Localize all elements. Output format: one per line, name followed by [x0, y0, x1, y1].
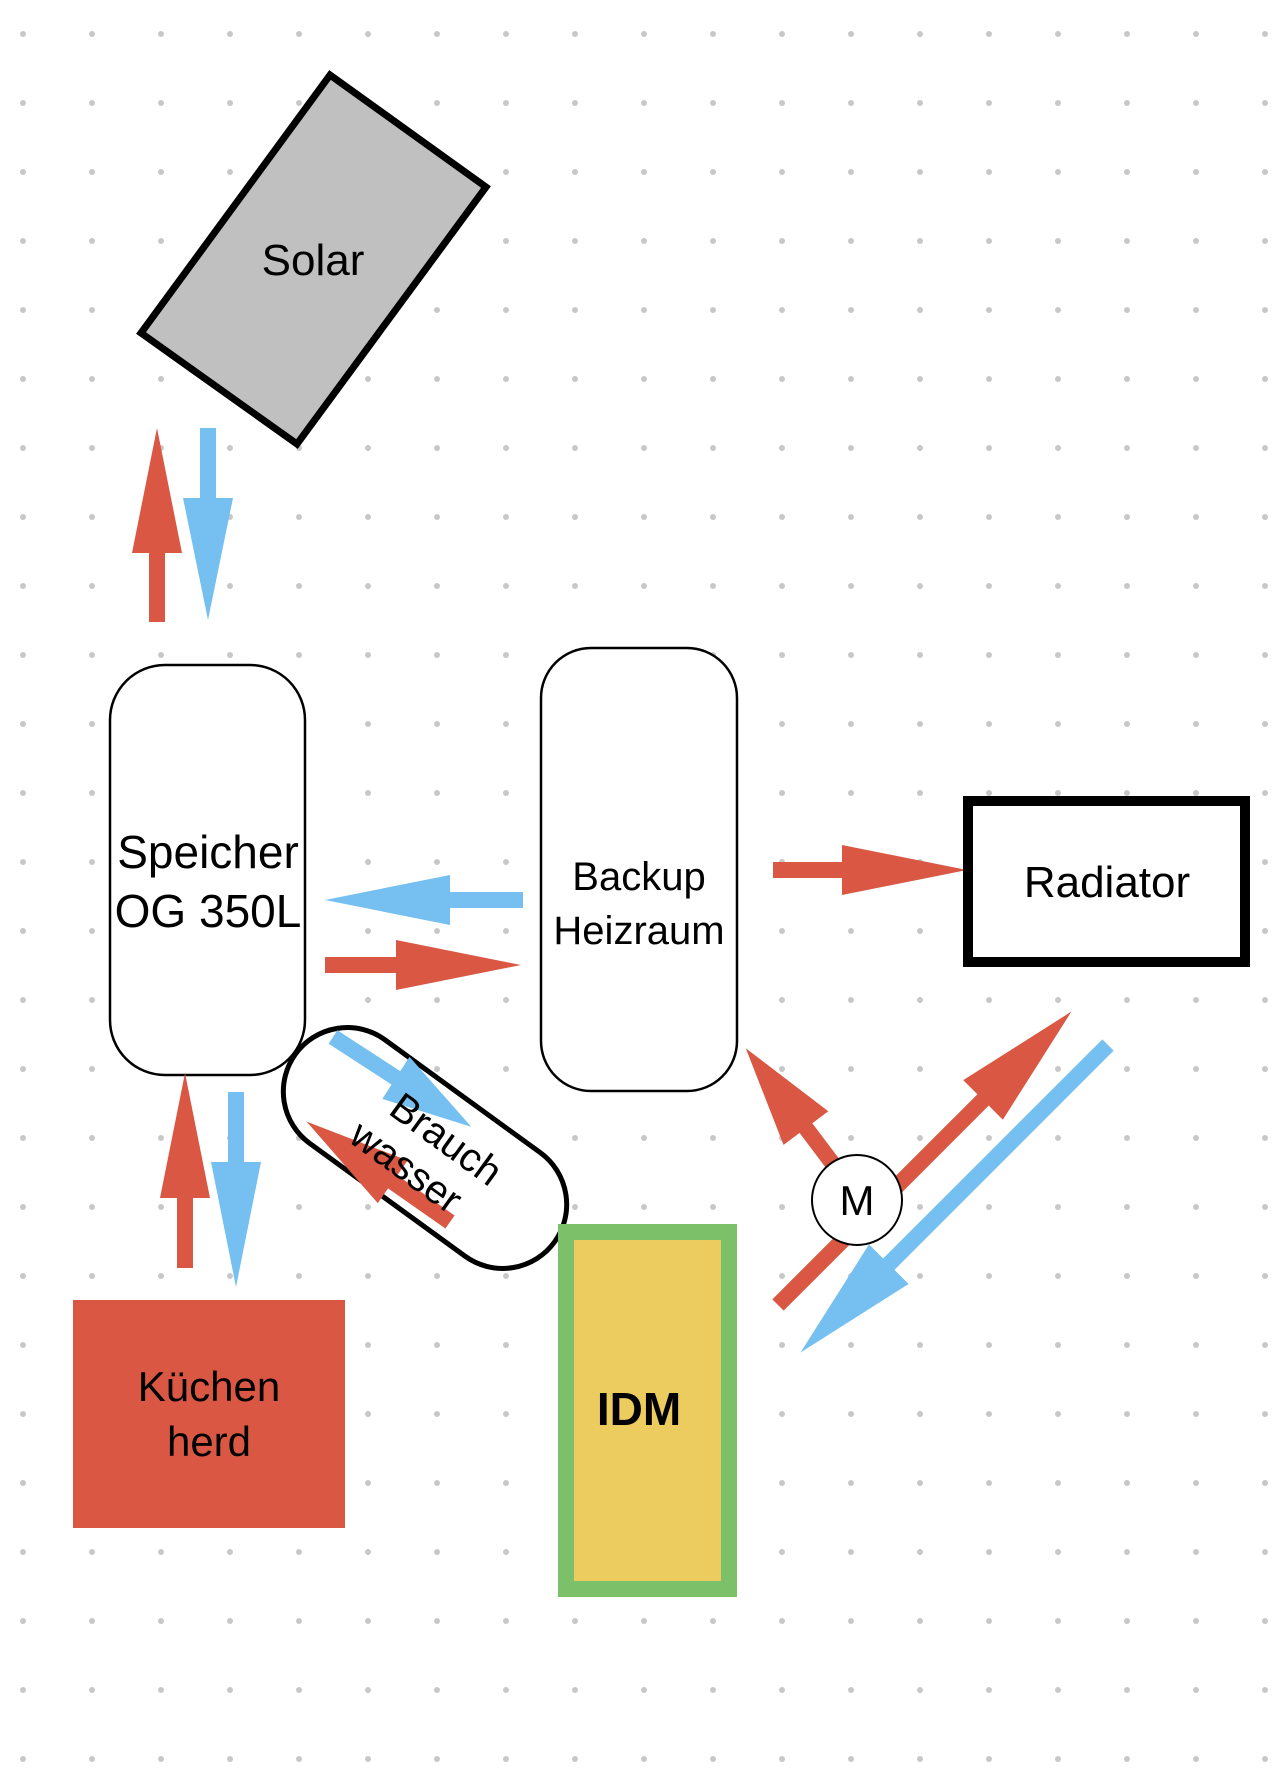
red-arrow-icon [396, 940, 521, 990]
backup-label-line1: Backup [572, 855, 705, 899]
red-arrow-icon [842, 845, 967, 895]
arrow-kuechenherd-to-speicher-hot [160, 1073, 210, 1268]
red-arrow-shaft [149, 545, 165, 622]
red-arrow-icon [306, 1121, 408, 1204]
blue-arrow-icon [325, 875, 450, 925]
motor-circle [811, 1154, 903, 1246]
kuechenherd-shape [73, 1300, 345, 1528]
solar-label: Solar [262, 236, 365, 285]
backup-heizraum-tank[interactable]: Backup Heizraum [539, 646, 739, 1093]
arrow-backup-to-speicher-cold [325, 875, 523, 925]
red-arrow-icon [745, 1048, 829, 1145]
blue-arrow-shaft [228, 1092, 244, 1170]
motor-label: M [840, 1177, 875, 1224]
blue-arrow-shaft [876, 1039, 1114, 1277]
kuechenherd[interactable]: Küchen herd [73, 1300, 345, 1528]
arrow-speicher-to-brauchwasser-cold [328, 1030, 472, 1127]
arrow-brauchwasser-to-speicher-hot [306, 1121, 455, 1229]
arrow-speicher-to-solar-hot [132, 428, 182, 622]
red-arrow-shaft [383, 1172, 455, 1229]
red-arrow-icon [963, 1011, 1072, 1120]
solar-shape [136, 70, 491, 449]
blue-arrow-shaft [328, 1030, 405, 1088]
arrow-speicher-to-backup-hot [325, 940, 521, 990]
speicher-label-line1: Speicher [117, 826, 299, 878]
red-arrow-icon [132, 428, 182, 553]
brauchwasser-shape [280, 1025, 570, 1271]
blue-arrow-shaft [200, 428, 216, 508]
idm-shape [558, 1224, 737, 1597]
speicher-label-line2: OG 350L [115, 885, 302, 937]
speicher-shape [108, 663, 307, 1077]
solar-panel[interactable]: Solar [136, 70, 491, 449]
kuechenherd-label-line1: Küchen [138, 1363, 280, 1410]
idm-unit[interactable]: IDM [558, 1224, 737, 1597]
radiator[interactable]: Radiator [963, 796, 1250, 967]
radiator-shape [963, 796, 1250, 967]
red-arrow-shaft [177, 1190, 193, 1268]
motor-valve[interactable]: M [811, 1154, 903, 1246]
blue-arrow-shaft [440, 892, 523, 908]
idm-label: IDM [597, 1383, 681, 1435]
blue-arrow-icon [211, 1162, 261, 1287]
radiator-label: Radiator [1024, 858, 1190, 907]
arrow-backup-to-radiator-hot [773, 845, 967, 895]
blue-arrow-icon [183, 498, 233, 620]
red-arrow-icon [160, 1073, 210, 1198]
kuechenherd-label-line2: herd [167, 1418, 251, 1465]
blue-arrow-icon [800, 1244, 909, 1353]
arrow-motor-to-backup-hot [745, 1048, 840, 1169]
speicher-tank[interactable]: Speicher OG 350L [108, 663, 307, 1077]
red-arrow-shaft [773, 862, 850, 878]
backup-shape [539, 646, 739, 1093]
arrow-solar-to-speicher-cold [183, 428, 233, 620]
red-arrow-shaft [325, 957, 402, 973]
backup-label-line2: Heizraum [553, 909, 724, 953]
arrow-radiator-to-idm-cold [800, 1039, 1114, 1353]
brauchwasser[interactable] [258, 1002, 592, 1294]
blue-arrow-icon [382, 1056, 472, 1127]
arrow-speicher-to-kuechenherd-cold [211, 1092, 261, 1287]
